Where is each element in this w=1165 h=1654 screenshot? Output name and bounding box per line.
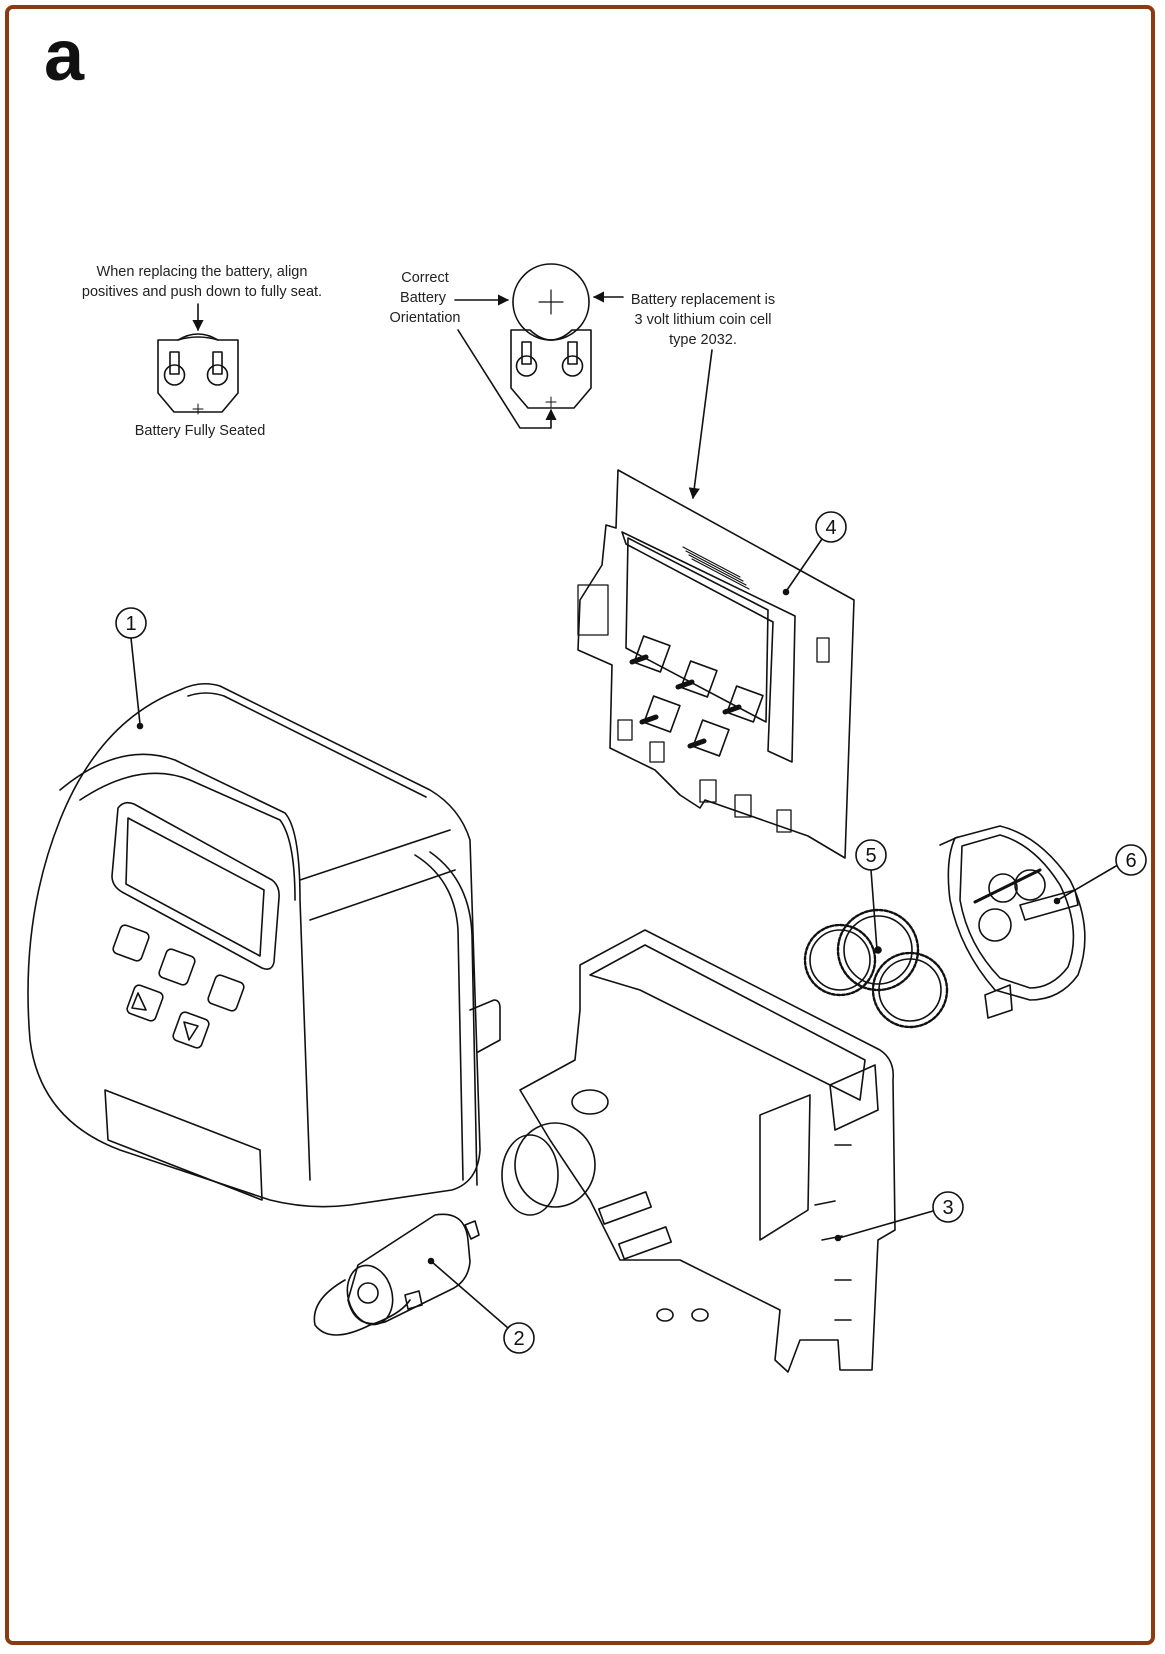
set-clock-key	[112, 924, 150, 962]
orientation-line3: Orientation	[389, 310, 461, 326]
triangle-down-icon	[183, 1021, 199, 1041]
svg-text:1: 1	[125, 613, 136, 635]
battery-spec-note: Battery replacement is 3 volt lithium co…	[618, 290, 788, 350]
board-pointer	[688, 349, 713, 500]
shaft-ring	[514, 1122, 596, 1208]
down-key	[172, 1011, 210, 1049]
callout-2: 2	[427, 1257, 535, 1354]
svg-text:3: 3	[942, 1197, 953, 1219]
callout-5: 5	[855, 839, 887, 951]
fully-seated-caption: Battery Fully Seated	[134, 423, 266, 439]
gear-cover	[939, 825, 1086, 1019]
triangle-up-icon	[131, 992, 147, 1011]
next-key	[158, 948, 196, 986]
panel-border	[5, 5, 1155, 1645]
keypad	[112, 924, 245, 1049]
battery-holder-seated	[157, 303, 239, 415]
callout-3: 3	[834, 1191, 964, 1242]
callouts: 1 2 3 4 5 6	[115, 511, 1147, 1354]
callout-6: 6	[1053, 844, 1147, 905]
holder-outline	[157, 333, 239, 413]
callout-4: 4	[782, 511, 847, 596]
drive-motor	[313, 1213, 480, 1336]
orientation-line2: Battery	[400, 290, 446, 306]
orientation-note: Correct Battery Orientation	[380, 268, 470, 328]
spec-line2: 3 volt lithium coin cell	[634, 312, 772, 328]
holder-outline	[510, 329, 592, 409]
svg-text:5: 5	[865, 845, 876, 867]
callout-1: 1	[115, 607, 147, 730]
panel-letter: a	[44, 16, 85, 96]
spec-line3: type 2032.	[669, 332, 737, 348]
pc-board	[577, 469, 855, 859]
regen-key	[207, 974, 245, 1012]
orientation-line1: Correct	[401, 270, 449, 286]
spec-line1: Battery replacement is	[630, 292, 776, 308]
up-key	[126, 984, 164, 1022]
drive-bracket	[501, 929, 896, 1373]
replace-instruction-line1: When replacing the battery, align	[96, 264, 308, 280]
pcb-connectors	[577, 584, 830, 833]
svg-text:4: 4	[825, 517, 836, 539]
pcb-buttons	[629, 635, 764, 757]
front-cover	[27, 682, 501, 1208]
replace-instruction-line2: positives and push down to fully seat.	[81, 284, 323, 300]
reduction-gears	[803, 908, 949, 1029]
svg-text:6: 6	[1125, 850, 1136, 872]
replace-instruction: When replacing the battery, align positi…	[72, 262, 332, 302]
svg-text:2: 2	[513, 1328, 524, 1350]
battery-orientation	[454, 263, 713, 500]
